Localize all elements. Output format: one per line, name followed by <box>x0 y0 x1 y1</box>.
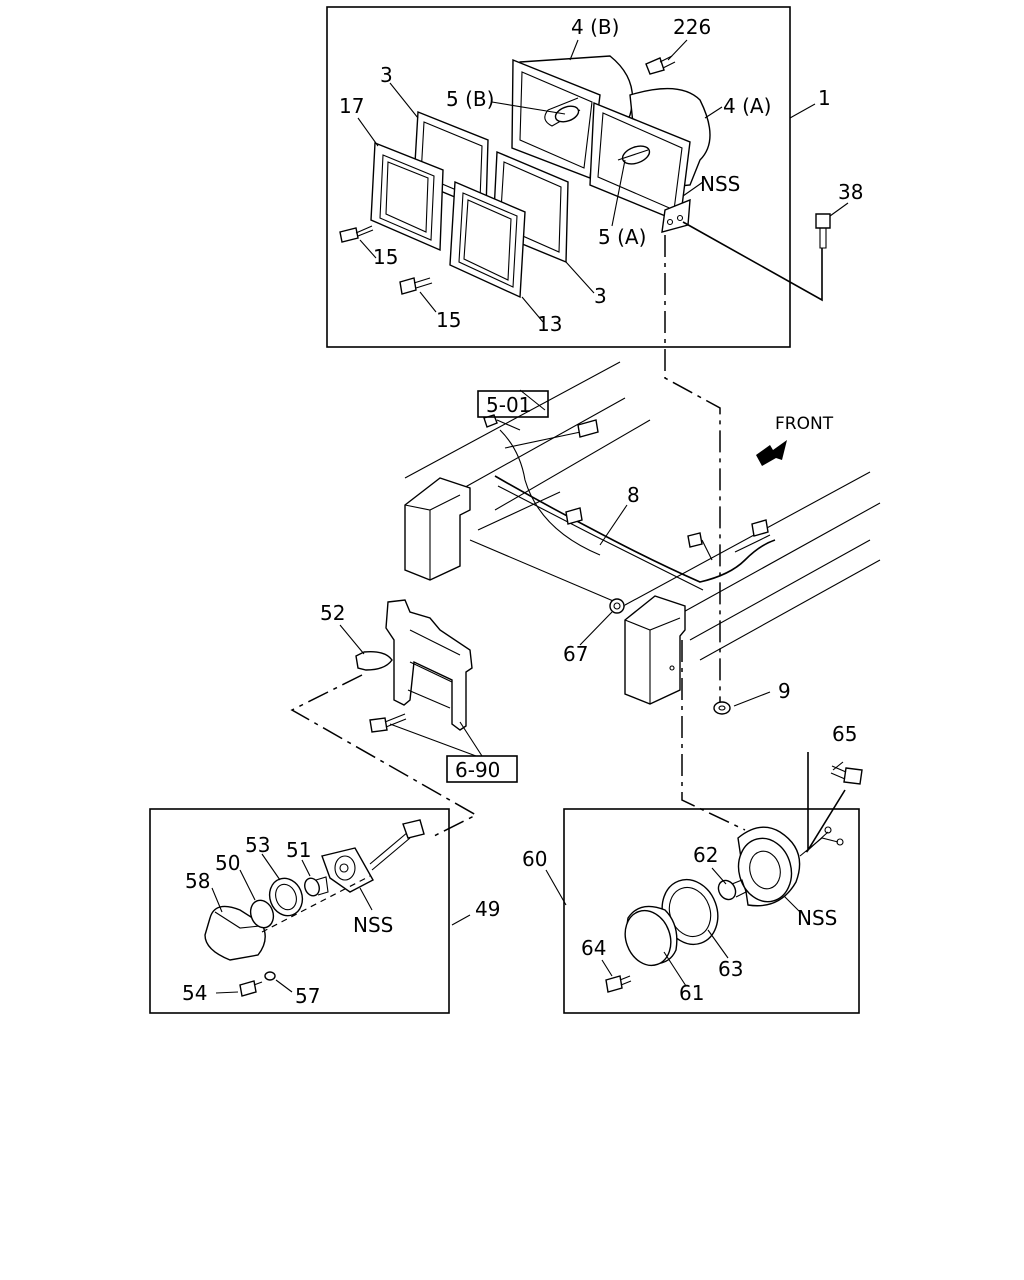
label-8: 8 <box>627 483 640 507</box>
label-57: 57 <box>295 984 320 1008</box>
label-64: 64 <box>581 936 606 960</box>
label-15b: 15 <box>436 308 461 332</box>
label-1: 1 <box>818 86 831 110</box>
screw-15-a <box>339 225 374 243</box>
bulb-51 <box>304 876 329 897</box>
ref-box-6-90 <box>446 755 518 783</box>
lamp-housing-4b <box>511 55 634 179</box>
label-9: 9 <box>778 679 791 703</box>
lens-58 <box>204 905 266 961</box>
label-53: 53 <box>245 833 270 857</box>
label-60: 60 <box>522 847 547 871</box>
label-nss-1: NSS <box>700 172 740 196</box>
label-226: 226 <box>673 15 711 39</box>
screw-15-b <box>399 277 433 295</box>
label-54: 54 <box>182 981 207 1005</box>
lamp-housing-4a <box>589 87 711 233</box>
label-5b: 5 (B) <box>446 87 494 111</box>
bezel-13 <box>449 180 526 299</box>
label-3a: 3 <box>380 63 393 87</box>
lamp-housing-60 <box>737 826 844 907</box>
label-52: 52 <box>320 601 345 625</box>
screw-64 <box>605 975 632 993</box>
wire-harness-8 <box>483 414 776 591</box>
lens-61 <box>624 905 678 967</box>
label-15a: 15 <box>373 245 398 269</box>
label-4a: 4 (A) <box>723 94 771 118</box>
label-58: 58 <box>185 869 210 893</box>
front-arrow-icon <box>756 440 787 466</box>
screw-226 <box>645 55 676 75</box>
screw-54 <box>239 980 263 997</box>
label-5a: 5 (A) <box>598 225 646 249</box>
headlamp-detail-box <box>326 6 849 348</box>
bolt-65 <box>830 765 863 785</box>
label-nss-3: NSS <box>797 906 837 930</box>
ref-box-5-01 <box>477 390 549 418</box>
lens-50 <box>249 899 275 929</box>
label-62: 62 <box>693 843 718 867</box>
label-49: 49 <box>475 897 500 921</box>
nut-67 <box>609 598 625 614</box>
lamp-socket <box>321 819 425 893</box>
washer-57 <box>264 971 276 981</box>
label-3b: 3 <box>594 284 607 308</box>
nut-9 <box>713 701 731 715</box>
label-ref-5-01: 5-01 <box>486 393 531 417</box>
label-ref-6-90: 6-90 <box>455 758 500 782</box>
chassis-frame <box>404 361 881 785</box>
bulb-62 <box>717 879 747 901</box>
bezel-17 <box>370 141 444 252</box>
label-nss-2: NSS <box>353 913 393 937</box>
label-50: 50 <box>215 851 240 875</box>
label-63: 63 <box>718 957 743 981</box>
label-67: 67 <box>563 642 588 666</box>
bolt-38 <box>815 213 831 249</box>
label-13: 13 <box>537 312 562 336</box>
label-61: 61 <box>679 981 704 1005</box>
label-4b: 4 (B) <box>571 15 619 39</box>
label-front: FRONT <box>775 414 834 434</box>
label-38: 38 <box>838 180 863 204</box>
side-lamp-60-box <box>545 752 860 1014</box>
label-17: 17 <box>339 94 364 118</box>
label-65: 65 <box>832 722 857 746</box>
mounting-bracket <box>355 599 473 733</box>
side-lamp-49-box <box>149 808 471 1014</box>
label-51: 51 <box>286 838 311 862</box>
